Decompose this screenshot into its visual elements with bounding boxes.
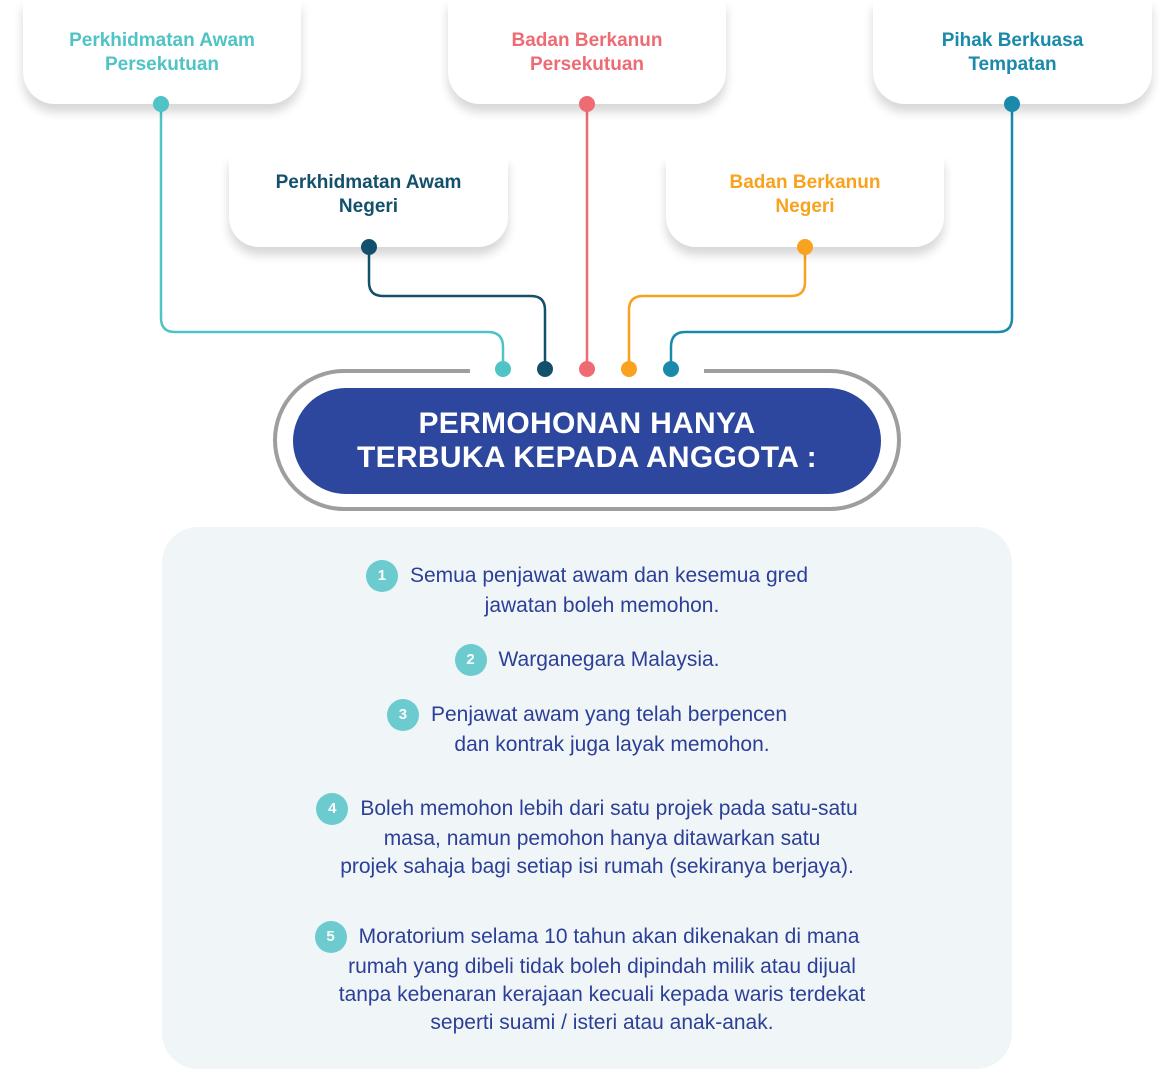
criteria-line: 3 Penjawat awam yang telah berpencen — [162, 699, 1012, 731]
banner-outline-gap — [470, 362, 704, 378]
criteria-line: projek sahaja bagi setiap isi rumah (sek… — [340, 855, 854, 878]
criteria-item: 5 Moratorium selama 10 tahun akan dikenak… — [162, 921, 1012, 1037]
card-title-line: Tempatan — [968, 54, 1057, 75]
eligibility-banner: PERMOHONAN HANYA TERBUKA KEPADA ANGGOTA … — [293, 388, 881, 494]
criteria-text: Warganegara Malaysia. — [498, 648, 720, 671]
category-card-state-civil: Perkhidmatan Awam Negeri — [229, 156, 508, 247]
criteria-text: Boleh memohon lebih dari satu projek pad… — [360, 797, 858, 820]
criteria-line: 4 Boleh memohon lebih dari satu projek pa… — [162, 793, 1012, 825]
category-card-fed-civil: Perkhidmatan Awam Persekutuan — [23, 0, 301, 104]
category-card-fed-stat: Badan Berkanun Persekutuan — [448, 0, 726, 104]
number-badge: 1 — [365, 560, 398, 592]
criteria-line: 2 Warganegara Malaysia. — [162, 644, 1012, 676]
banner-title-line: PERMOHONAN HANYA — [418, 407, 756, 440]
connector-local-auth — [669, 102, 1014, 370]
banner-title-line: TERBUKA KEPADA ANGGOTA : — [357, 441, 817, 474]
criteria-line: 5 Moratorium selama 10 tahun akan dikenak… — [162, 921, 1012, 953]
category-card-state-stat: Badan Berkanun Negeri — [666, 156, 944, 247]
card-title-line: Perkhidmatan Awam — [69, 30, 255, 51]
criteria-line: jawatan boleh memohon. — [484, 594, 720, 617]
number-badge: 2 — [454, 644, 487, 676]
card-title-line: Persekutuan — [529, 54, 645, 75]
number-badge: 3 — [386, 699, 419, 731]
criteria-panel: 1 Semua penjawat awam dan kesemua gred ja… — [162, 527, 1012, 1069]
card-title-line: Badan Berkanun — [729, 172, 881, 193]
criteria-line: seperti suami / isteri atau anak-anak. — [430, 1011, 774, 1034]
card-title-line: Pihak Berkuasa — [941, 30, 1084, 51]
card-title-line: Persekutuan — [104, 54, 220, 75]
criteria-text: Semua penjawat awam dan kesemua gred — [409, 564, 809, 587]
card-title-line: Negeri — [775, 196, 835, 217]
criteria-item: 1 Semua penjawat awam dan kesemua gred ja… — [162, 560, 1012, 620]
criteria-item: 4 Boleh memohon lebih dari satu projek pa… — [162, 793, 1012, 881]
connector-state-stat — [627, 245, 807, 370]
criteria-line: rumah yang dibeli tidak boleh dipindah m… — [348, 955, 856, 978]
card-title-line: Badan Berkanun — [511, 30, 663, 51]
criteria-line: 1 Semua penjawat awam dan kesemua gred — [162, 560, 1012, 592]
criteria-line: tanpa kebenaran kerajaan kecuali kepada … — [338, 983, 866, 1006]
number-badge: 5 — [314, 921, 347, 953]
criteria-line: masa, namun pemohon hanya ditawarkan sat… — [383, 827, 821, 850]
card-title-line: Perkhidmatan Awam — [275, 172, 462, 193]
criteria-item: 3 Penjawat awam yang telah berpencen dan … — [162, 699, 1012, 759]
criteria-text: Moratorium selama 10 tahun akan dikenaka… — [358, 925, 860, 948]
connector-fed-civil — [159, 102, 505, 370]
number-badge: 4 — [316, 793, 349, 825]
category-card-local-auth: Pihak Berkuasa Tempatan — [873, 0, 1152, 104]
connector-state-civil — [367, 245, 547, 370]
connector-lines — [159, 102, 1014, 370]
card-title-line: Negeri — [338, 196, 399, 217]
criteria-text: Penjawat awam yang telah berpencen — [430, 703, 788, 726]
criteria-line: dan kontrak juga layak memohon. — [454, 733, 770, 756]
criteria-item: 2 Warganegara Malaysia. — [162, 644, 1012, 676]
